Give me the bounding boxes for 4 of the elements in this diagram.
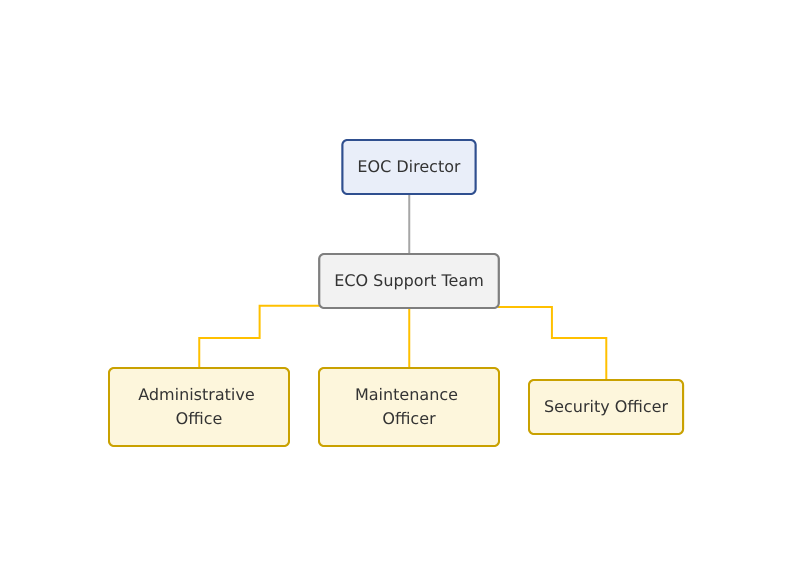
connector bbox=[408, 194, 411, 256]
connector bbox=[408, 308, 411, 370]
connector bbox=[498, 306, 608, 382]
connector bbox=[198, 304, 321, 370]
